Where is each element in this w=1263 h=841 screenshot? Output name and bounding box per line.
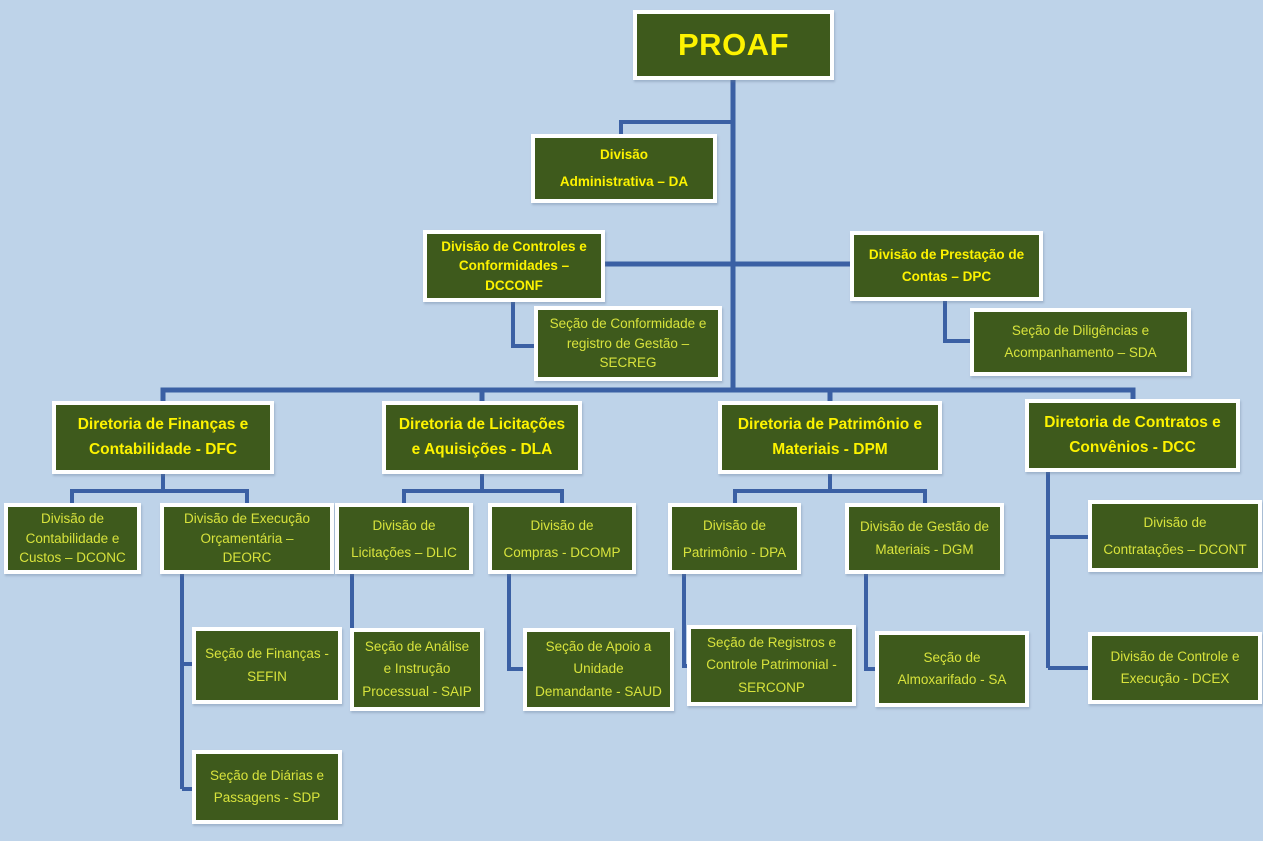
org-node-sdp: Seção de Diárias e Passagens - SDP: [192, 750, 342, 824]
org-node-saud: Seção de Apoio a Unidade Demandante - SA…: [523, 628, 674, 711]
org-node-sefin: Seção de Finanças - SEFIN: [192, 627, 342, 704]
org-node-proaf: PROAF: [633, 10, 834, 80]
org-node-da: Divisão Administrativa – DA: [531, 134, 717, 203]
org-node-dfc: Diretoria de Finanças e Contabilidade - …: [52, 401, 274, 474]
org-node-dpc: Divisão de Prestação de Contas – DPC: [850, 231, 1043, 301]
org-node-dconc: Divisão de Contabilidade e Custos – DCON…: [4, 503, 141, 574]
org-node-deorc: Divisão de Execução Orçamentária – DEORC: [160, 503, 334, 574]
org-node-secreg: Seção de Conformidade e registro de Gest…: [534, 306, 722, 381]
org-node-sa: Seção de Almoxarifado - SA: [875, 631, 1029, 707]
org-node-sda: Seção de Diligências e Acompanhamento – …: [970, 308, 1191, 376]
org-node-serconp: Seção de Registros e Controle Patrimonia…: [687, 625, 856, 706]
org-node-dcconf: Divisão de Controles e Conformidades – D…: [423, 230, 605, 302]
org-node-dlic: Divisão de Licitações – DLIC: [335, 503, 473, 574]
org-node-dcomp: Divisão de Compras - DCOMP: [488, 503, 636, 574]
org-node-dcc: Diretoria de Contratos e Convênios - DCC: [1025, 399, 1240, 472]
org-node-dpm: Diretoria de Patrimônio e Materiais - DP…: [718, 401, 942, 474]
org-node-dpa: Divisão de Patrimônio - DPA: [668, 503, 801, 574]
org-node-saip: Seção de Análise e Instrução Processual …: [350, 628, 484, 711]
org-node-dcont: Divisão de Contratações – DCONT: [1088, 500, 1262, 572]
org-node-dcex: Divisão de Controle e Execução - DCEX: [1088, 632, 1262, 704]
org-node-dla: Diretoria de Licitações e Aquisições - D…: [382, 401, 582, 474]
org-node-dgm: Divisão de Gestão de Materiais - DGM: [845, 503, 1004, 574]
